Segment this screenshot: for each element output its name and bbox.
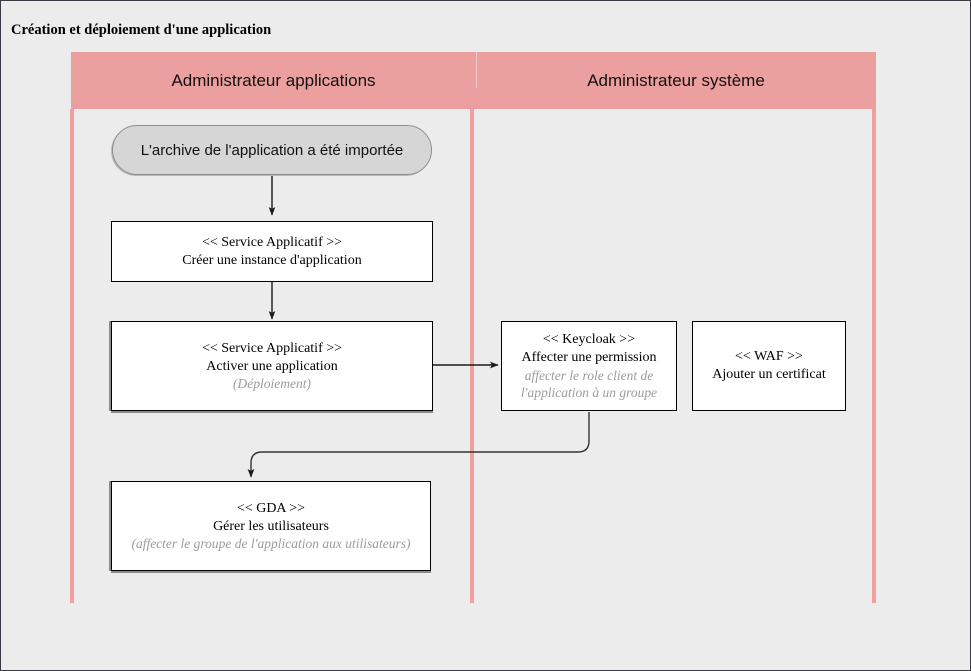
activity-note: (Déploiement): [233, 375, 311, 392]
activity-name: Activer une application: [206, 358, 338, 374]
activity-ajouter-un-certificat[interactable]: << WAF >> Ajouter un certificat: [692, 321, 846, 411]
lane-rail-right: [872, 109, 876, 603]
lane-header-label: Administrateur applications: [171, 70, 376, 90]
activity-creer-instance-application[interactable]: << Service Applicatif >> Créer une insta…: [111, 221, 433, 282]
activity-name: Affecter une permission: [521, 350, 657, 365]
activity-stereotype: << WAF >>: [735, 349, 803, 365]
activity-name: Créer une instance d'application: [182, 252, 362, 268]
start-event-label: L'archive de l'application a été importé…: [140, 141, 404, 159]
start-event-archive-importee[interactable]: L'archive de l'application a été importé…: [112, 125, 432, 175]
activity-note-line: (affecter le groupe de l'application aux…: [131, 536, 411, 552]
lane-rail-left: [70, 109, 74, 603]
activity-name: Gérer les utilisateurs: [213, 518, 329, 534]
activity-stereotype: << Service Applicatif >>: [201, 234, 343, 250]
lane-header-admin-systeme: Administrateur système: [476, 52, 876, 109]
lane-rail-divider: [470, 109, 474, 603]
activity-stereotype: << GDA >>: [236, 500, 306, 516]
activity-affecter-une-permission[interactable]: << Keycloak >> Affecter une permission a…: [501, 321, 677, 411]
lane-header-label: Administrateur système: [587, 70, 765, 90]
activity-note-line: affecter le role client de: [524, 367, 654, 383]
activity-note-line: l'application à un groupe: [520, 384, 658, 400]
page-title: Création et déploiement d'une applicatio…: [11, 22, 272, 38]
activity-note: (affecter le groupe de l'application aux…: [131, 535, 410, 552]
lane-header-divider: [476, 52, 477, 88]
edge-permission-to-gda: [247, 412, 590, 478]
activity-gerer-les-utilisateurs[interactable]: << GDA >> Gérer les utilisateurs (affect…: [111, 481, 431, 571]
lane-header-admin-applications: Administrateur applications: [71, 52, 476, 109]
activity-stereotype: << Service Applicatif >>: [201, 340, 343, 356]
activity-activer-une-application[interactable]: << Service Applicatif >> Activer une app…: [111, 321, 433, 411]
activity-note-line: (Déploiement): [233, 376, 311, 392]
activity-name: Ajouter un certificat: [712, 367, 826, 382]
activity-stereotype: << Keycloak >>: [542, 332, 636, 348]
activity-note: affecter le role client de l'application…: [521, 367, 657, 401]
